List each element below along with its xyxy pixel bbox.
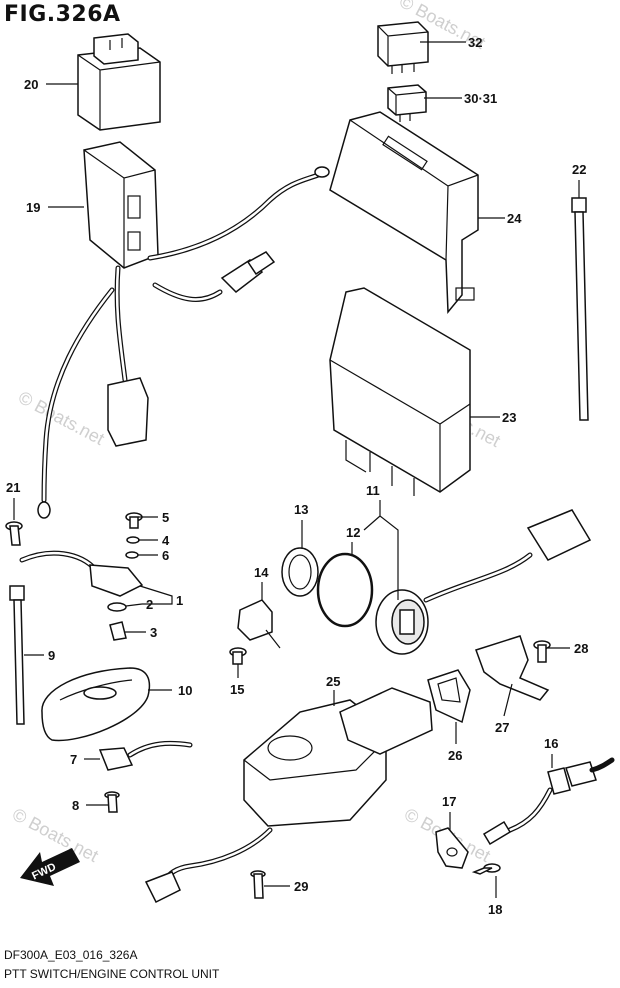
part-19-rectifier-harness[interactable] <box>37 141 330 519</box>
callout-4: 4 <box>162 533 170 548</box>
part-22-cable-tie[interactable] <box>571 197 589 421</box>
callout-10: 10 <box>178 683 192 698</box>
callout-9: 9 <box>48 648 55 663</box>
part-21-bolt[interactable] <box>5 521 23 546</box>
part-27-bracket[interactable] <box>475 635 550 701</box>
callout-7: 7 <box>70 752 77 767</box>
callout-6: 6 <box>162 548 169 563</box>
part-25-ptt-motor[interactable] <box>144 687 433 904</box>
callout-16: 16 <box>544 736 558 751</box>
callout-25: 25 <box>326 674 340 689</box>
callout-19: 19 <box>26 200 40 215</box>
callout-24: 24 <box>507 211 522 226</box>
part-26-grommet[interactable] <box>427 669 471 724</box>
callout-17: 17 <box>442 794 456 809</box>
callout-8: 8 <box>72 798 79 813</box>
callout-28: 28 <box>574 641 588 656</box>
relay-30-31[interactable] <box>387 84 427 122</box>
callout-12: 12 <box>346 525 360 540</box>
part-23-engine-control-unit[interactable] <box>329 287 471 496</box>
callout-11: 11 <box>366 483 380 498</box>
part-28-bolt[interactable] <box>533 640 551 663</box>
callout-20: 20 <box>24 77 38 92</box>
part-17-clamp[interactable] <box>435 827 469 869</box>
part-7-ptt-switch[interactable] <box>98 740 193 771</box>
callout-15: 15 <box>230 682 244 697</box>
callout-26: 26 <box>448 748 462 763</box>
part-10-ptt-switch-cover[interactable] <box>41 667 151 742</box>
part-1-trim-sensor[interactable] <box>19 512 144 641</box>
part-24-ecu-cover[interactable] <box>329 111 479 314</box>
leader-lines <box>13 41 580 898</box>
part-13-bezel[interactable] <box>281 547 319 597</box>
callout-13: 13 <box>294 502 308 517</box>
callout-1: 1 <box>176 593 183 608</box>
callout-14: 14 <box>254 565 269 580</box>
part-8-bolt[interactable] <box>104 791 120 813</box>
callout-21: 21 <box>6 480 20 495</box>
part-18-bolt[interactable] <box>471 863 501 875</box>
callout-29: 29 <box>294 879 308 894</box>
figure-caption: PTT SWITCH/ENGINE CONTROL UNIT <box>4 967 220 981</box>
callout-23: 23 <box>502 410 516 425</box>
callout-22: 22 <box>572 162 586 177</box>
part-15-bolt[interactable] <box>229 647 247 665</box>
part-14-clamp[interactable] <box>237 599 281 649</box>
callout-labels: 32 30·31 20 19 24 23 22 21 5 4 6 1 2 3 9… <box>6 35 588 917</box>
part-11-ptt-switch-assy[interactable] <box>375 509 592 655</box>
callout-32: 32 <box>468 35 482 50</box>
part-16-harness[interactable] <box>482 757 615 846</box>
relay-32[interactable] <box>377 21 429 74</box>
callout-27: 27 <box>495 720 509 735</box>
figure-title: FIG.326A <box>4 2 121 27</box>
figure-code: DF300A_E03_016_326A <box>4 948 138 962</box>
callout-30-31: 30·31 <box>464 91 497 106</box>
fwd-arrow-icon: FWD <box>20 848 80 886</box>
part-29-bolt[interactable] <box>250 870 266 899</box>
callout-3: 3 <box>150 625 157 640</box>
callout-2: 2 <box>146 597 153 612</box>
part-9-cable-tie[interactable] <box>9 585 25 725</box>
part-12-o-ring[interactable] <box>316 552 374 628</box>
callout-18: 18 <box>488 902 502 917</box>
callout-5: 5 <box>162 510 169 525</box>
part-20-fuse-holder[interactable] <box>77 33 161 131</box>
